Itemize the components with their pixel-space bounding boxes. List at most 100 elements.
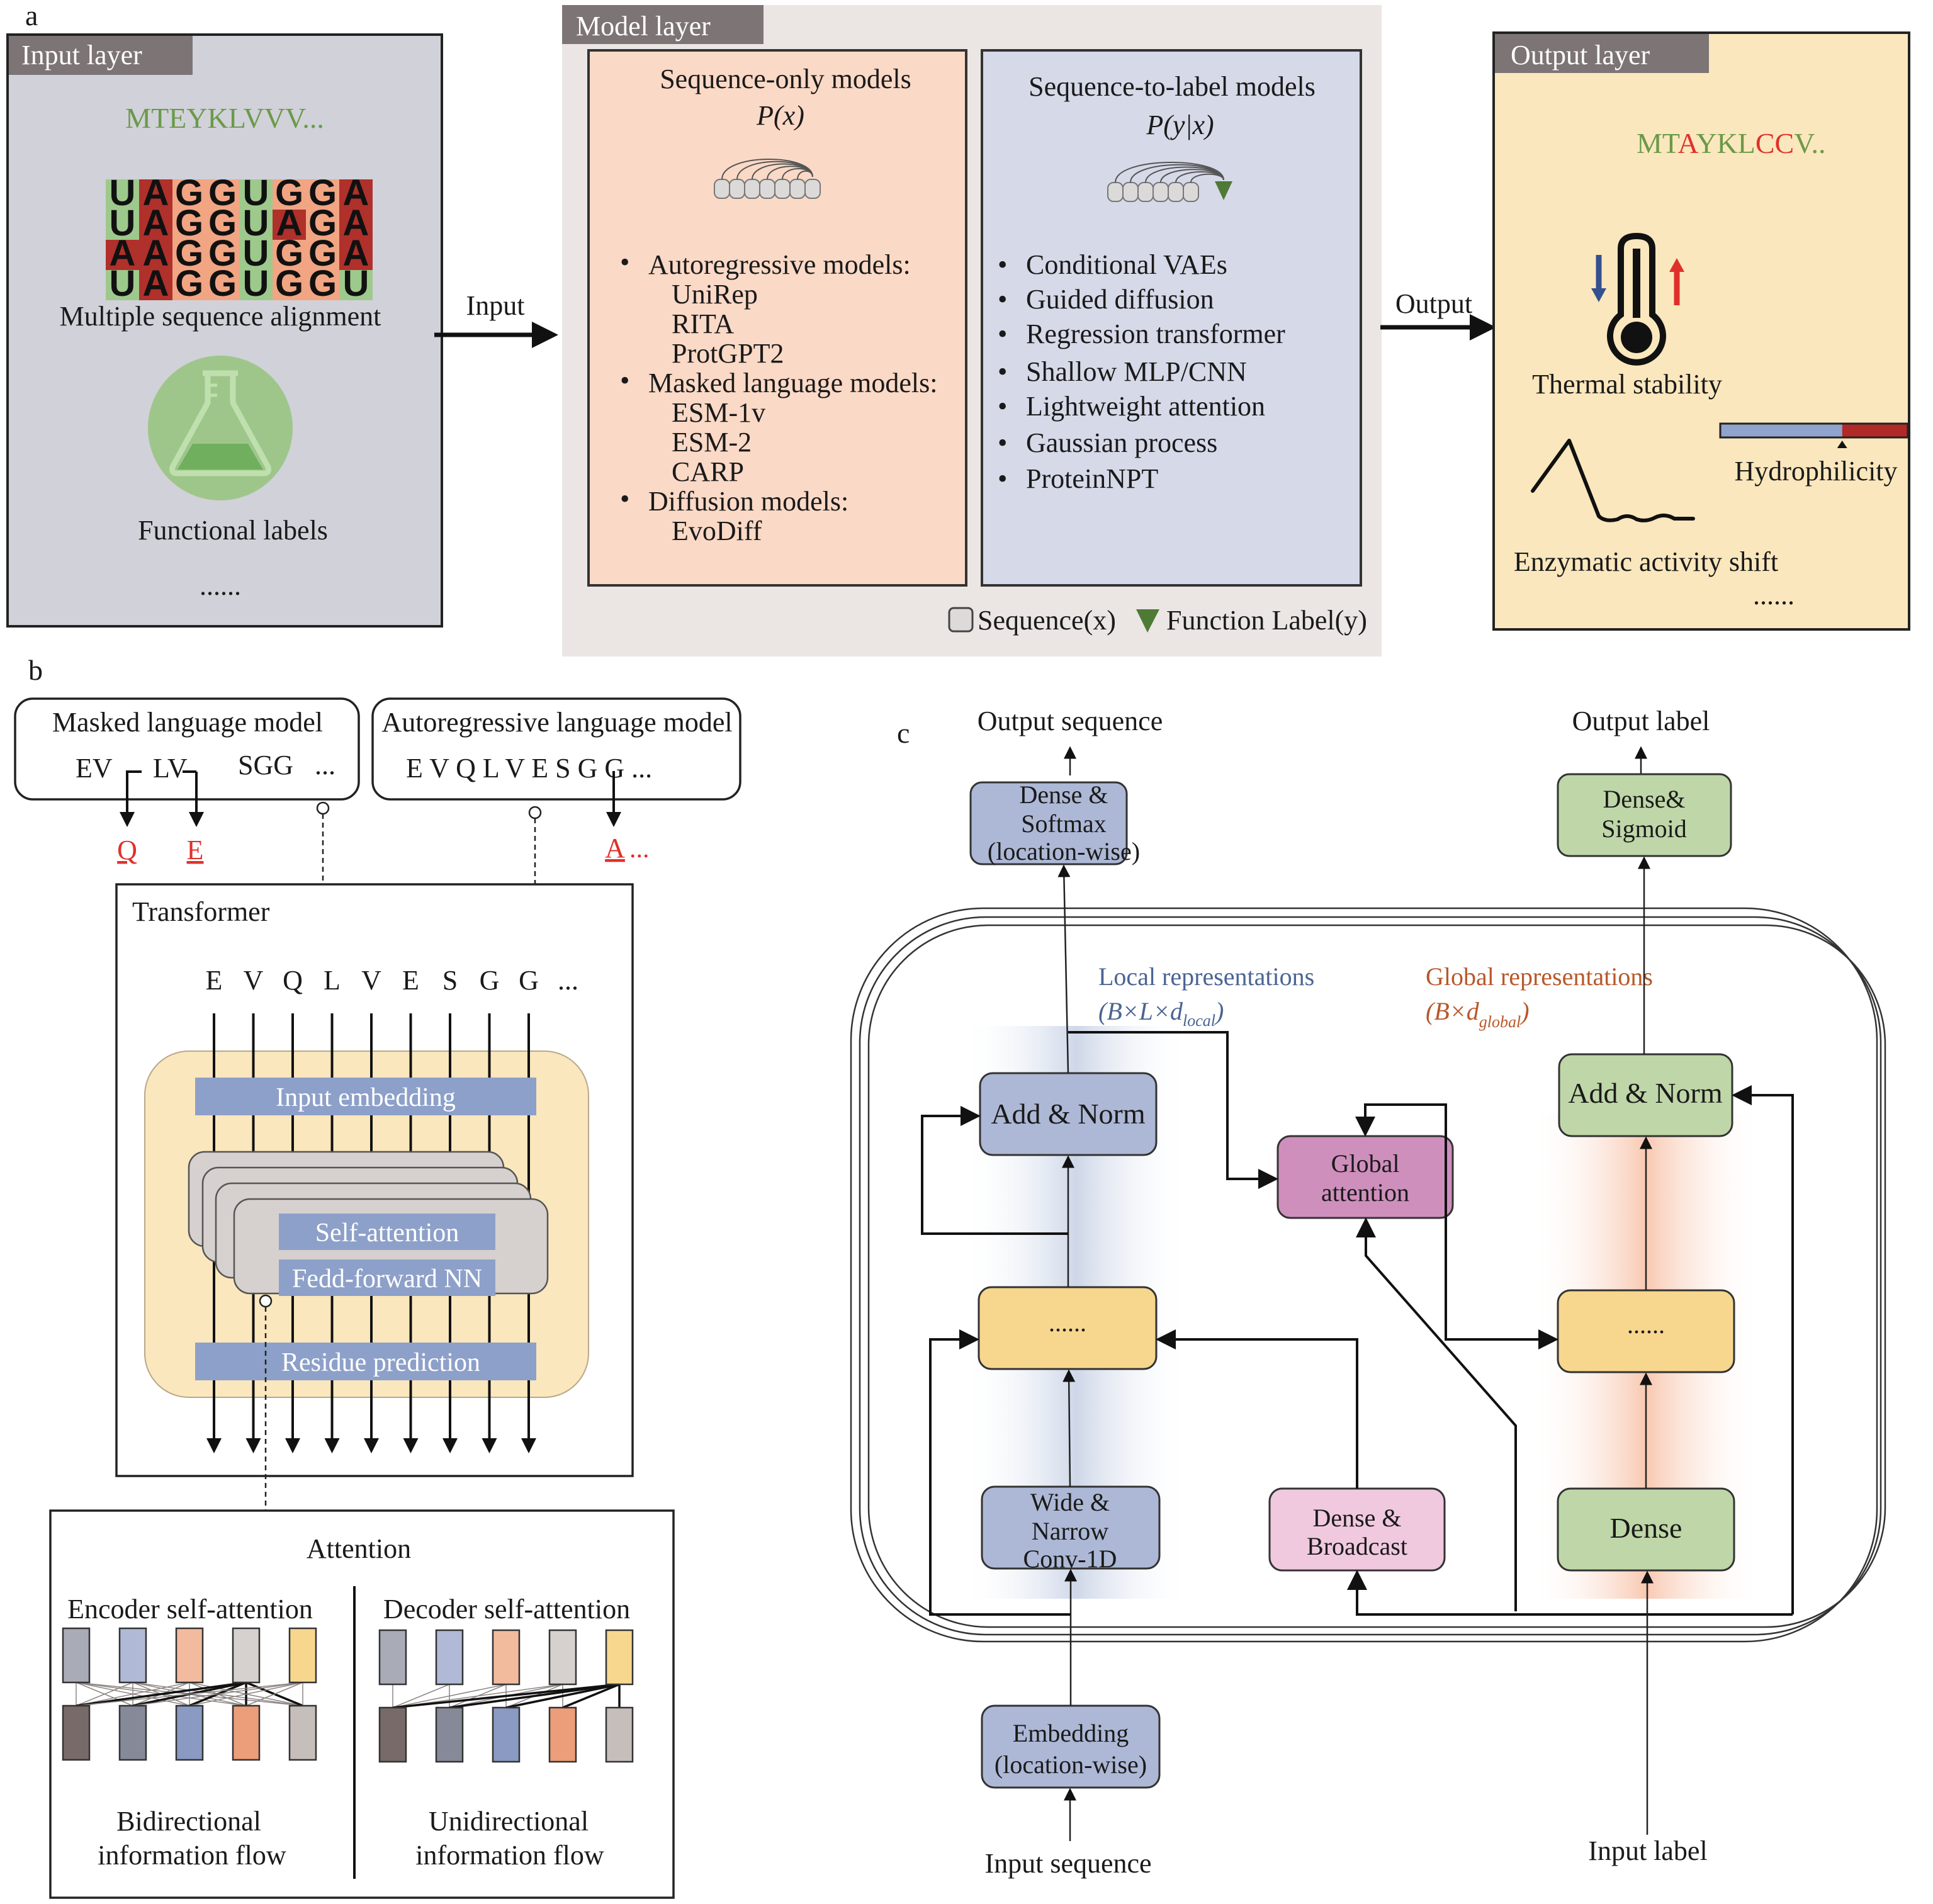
input-embedding-bar — [195, 1078, 536, 1115]
attention-edge — [189, 1682, 303, 1706]
msa-letter: U — [110, 172, 136, 213]
sequence-token-icon — [744, 179, 760, 199]
autoregressive-lm-box: Autoregressive language model E V Q L V … — [371, 697, 741, 928]
global-representations-title: Global representations — [1426, 962, 1653, 991]
msa-letter: A — [143, 233, 169, 274]
bullet: • — [620, 365, 629, 396]
sequence-token-icon — [729, 179, 745, 199]
input-embedding-label: Input embedding — [276, 1083, 456, 1112]
wide-narrow-line1: Wide & — [1030, 1488, 1110, 1516]
msa-cell — [239, 210, 273, 240]
sequence-token-icon — [1183, 182, 1199, 202]
attention-edge — [562, 1683, 620, 1709]
msa-cell — [273, 179, 306, 210]
query-token-block — [548, 1629, 577, 1686]
sequence-segment: V.. — [1794, 127, 1825, 159]
transformer-title: Transformer — [132, 896, 270, 927]
thermal-stability-caption: Thermal stability — [1532, 369, 1722, 400]
wide-narrow-line3: Conv-1D — [1023, 1545, 1117, 1573]
legend-sequence-swatch — [948, 607, 974, 633]
input-layer-title: Input layer — [21, 40, 142, 70]
msa-letter: G — [208, 263, 237, 304]
wide-narrow-line2: Narrow — [1032, 1517, 1108, 1545]
msa-cell — [239, 240, 273, 270]
output-sequence-label: Output sequence — [978, 706, 1163, 736]
msa-cell — [206, 270, 239, 300]
msa-letter: G — [175, 263, 203, 304]
panel-label-c: c — [897, 717, 910, 749]
query-token-block — [378, 1629, 407, 1686]
attention-edge — [449, 1683, 620, 1709]
global-attention-line2: attention — [1321, 1178, 1409, 1207]
msa-letter: G — [275, 233, 303, 274]
msa-cell — [239, 179, 273, 210]
query-token-block — [62, 1627, 91, 1684]
key-token-block — [492, 1706, 521, 1763]
attention-edge — [392, 1684, 450, 1708]
msa-letter: U — [343, 263, 369, 304]
msa-letter: A — [143, 203, 169, 244]
msa-letter: U — [243, 203, 269, 244]
functional-labels-caption: Functional labels — [138, 515, 328, 546]
msa-letter: U — [243, 233, 269, 274]
msa-cell — [139, 240, 172, 270]
attention-edge — [392, 1684, 507, 1708]
decoder-title: Decoder self-attention — [383, 1594, 630, 1625]
dense-softmax-line2: Softmax — [1021, 809, 1107, 838]
msa-cell — [139, 179, 172, 210]
msa-cell — [172, 270, 206, 300]
flask-icon — [148, 356, 293, 500]
legend-triangle-icon — [1136, 609, 1159, 633]
bullet: • — [998, 249, 1007, 280]
sequence-token-icon — [1107, 182, 1124, 202]
msa-cell — [239, 270, 273, 300]
msa-letter: G — [308, 263, 337, 304]
msa-cell — [339, 270, 373, 300]
autoregressive-lm-title: Autoregressive language model — [381, 707, 732, 738]
panel-label-a: a — [25, 0, 38, 31]
msa-letter: G — [275, 263, 303, 304]
encoder-caption-line1: Bidirectional — [116, 1806, 261, 1837]
msa-letter: G — [175, 172, 203, 213]
key-token-block — [605, 1706, 634, 1763]
dense-sigmoid-line1: Dense& — [1603, 785, 1685, 813]
msa-cell — [273, 270, 306, 300]
msa-cell — [172, 179, 206, 210]
input-ellipsis: ...... — [200, 570, 241, 601]
model-group-label: Diffusion models: — [648, 486, 848, 517]
model-item: Lightweight attention — [1026, 391, 1265, 422]
token: V — [244, 965, 264, 996]
model-item: Guided diffusion — [1026, 284, 1214, 315]
sequence-segment: CC — [1755, 127, 1794, 159]
msa-cell — [306, 270, 339, 300]
enzymatic-caption: Enzymatic activity shift — [1514, 546, 1778, 577]
masked-lm-title: Masked language model — [52, 707, 323, 738]
token: E — [402, 965, 419, 996]
query-token-block — [175, 1627, 204, 1684]
output-layer-title: Output layer — [1511, 40, 1650, 70]
msa-letter: U — [110, 263, 136, 304]
model-item: ESM-2 — [672, 427, 752, 458]
token: G — [480, 965, 500, 996]
token: L — [324, 965, 341, 996]
sequence-chain-icon — [714, 159, 821, 199]
bullet: • — [998, 356, 1007, 387]
encoder-title: Encoder self-attention — [67, 1594, 313, 1625]
panel-c-connectors — [921, 856, 1794, 1841]
output-ellipsis: ...... — [1753, 580, 1795, 611]
token: ... — [558, 965, 578, 996]
sequence-to-label-box — [981, 49, 1362, 587]
bullet: • — [620, 247, 629, 278]
embedding-line1: Embedding — [1013, 1719, 1129, 1747]
msa-cell — [339, 240, 373, 270]
key-token-block — [175, 1704, 204, 1761]
msa-letter: U — [243, 263, 269, 304]
msa-letter: G — [275, 172, 303, 213]
sequence-token-icon — [804, 179, 821, 199]
token: Q — [283, 965, 303, 996]
bullet: • — [620, 483, 629, 514]
sequence-token-icon — [714, 179, 730, 199]
input-label-text: Input label — [1588, 1835, 1707, 1866]
bullet: • — [998, 463, 1007, 494]
